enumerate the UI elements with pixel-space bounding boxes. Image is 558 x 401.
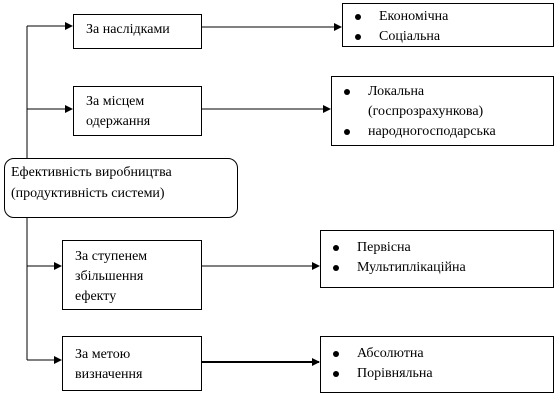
result-item-continuation: (госпрозрахункова): [342, 102, 549, 122]
bullet-icon: [344, 89, 350, 95]
category-box-consequences: За наслідками: [73, 14, 202, 49]
result-box-place: Локальна (госпрозрахункова) народногоспо…: [331, 76, 554, 146]
main-node-title: Ефективність виробництва: [11, 165, 172, 180]
result-box-purpose: Абсолютна Порівняльна: [320, 336, 554, 393]
bullet-icon: [355, 14, 361, 20]
main-node: Ефективність виробництва (продуктивність…: [4, 158, 238, 218]
bullet-icon: [333, 371, 339, 377]
category-label: ефекту: [75, 289, 117, 304]
result-box-degree: Первісна Мультиплікаційна: [320, 230, 554, 288]
bullet-icon: [333, 245, 339, 251]
result-item: Первісна: [331, 238, 549, 258]
result-item: Мультиплікаційна: [331, 258, 549, 278]
result-text: Мультиплікаційна: [357, 260, 466, 275]
bullet-icon: [344, 129, 350, 135]
bullet-icon: [333, 265, 339, 271]
result-item: народногосподарська: [342, 122, 549, 142]
result-item: Локальна: [342, 82, 549, 102]
result-text: Абсолютна: [357, 346, 424, 361]
category-box-place: За місцем одержання: [73, 86, 202, 136]
category-label: збільшення: [75, 269, 144, 284]
result-item: Економічна: [353, 7, 549, 27]
result-text: Соціальна: [379, 29, 441, 44]
result-text: Порівняльна: [357, 366, 433, 381]
bullet-icon: [333, 351, 339, 357]
result-text: Первісна: [357, 240, 411, 255]
category-label: визначення: [75, 367, 143, 382]
category-label: За місцем: [86, 94, 145, 109]
category-label: За метою: [75, 347, 131, 362]
result-text: Економічна: [379, 9, 449, 24]
result-text: народногосподарська: [368, 124, 496, 139]
category-label: За наслідками: [86, 22, 170, 37]
result-text: (госпрозрахункова): [368, 104, 484, 119]
bullet-icon: [355, 34, 361, 40]
category-box-purpose: За метою визначення: [62, 336, 202, 391]
category-box-degree: За ступенем збільшення ефекту: [62, 240, 202, 310]
category-label: одержання: [86, 114, 151, 129]
result-item: Порівняльна: [331, 364, 549, 384]
result-item: Абсолютна: [331, 344, 549, 364]
result-text: Локальна: [368, 84, 425, 99]
main-node-subtitle: (продуктивність системи): [11, 186, 165, 201]
result-item: Соціальна: [353, 27, 549, 46]
category-label: За ступенем: [75, 249, 148, 264]
result-box-consequences: Економічна Соціальна: [342, 3, 554, 47]
